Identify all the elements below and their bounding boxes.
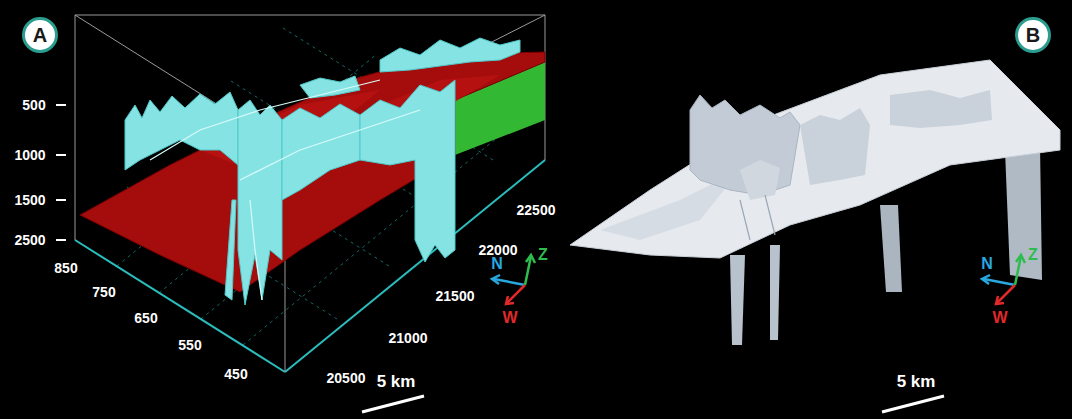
compass-letter: Z bbox=[538, 247, 548, 263]
compass-letter: Z bbox=[1028, 247, 1038, 263]
axis-tick: 20500 bbox=[327, 371, 366, 385]
scale-label: 5 km bbox=[897, 373, 936, 390]
compass-letter: N bbox=[981, 256, 993, 272]
panel-badge: A bbox=[22, 17, 58, 53]
fault-traces bbox=[150, 80, 420, 300]
axis-tick: 750 bbox=[92, 285, 115, 299]
axis-ticks bbox=[56, 105, 66, 240]
depth-tick: 500 bbox=[22, 98, 45, 112]
depth-tick: 1000 bbox=[14, 148, 45, 162]
scale-label: 5 km bbox=[377, 373, 416, 390]
compass-letter: W bbox=[992, 310, 1007, 326]
depth-tick: 1500 bbox=[14, 193, 45, 207]
panel-letter: B bbox=[1026, 25, 1040, 45]
axis-tick: 21000 bbox=[389, 331, 428, 345]
horizon-surface bbox=[80, 52, 545, 292]
orientation-axes bbox=[492, 255, 1025, 304]
mesh-model bbox=[570, 60, 1060, 345]
panel-letter: A bbox=[33, 25, 47, 45]
fault-planes bbox=[125, 38, 520, 305]
axis-tick: 22500 bbox=[517, 203, 556, 217]
compass-letter: N bbox=[491, 256, 503, 272]
axis-tick: 650 bbox=[134, 311, 157, 325]
axis-tick: 21500 bbox=[436, 289, 475, 303]
bounding-box bbox=[75, 15, 545, 372]
scale-bar bbox=[362, 396, 944, 412]
compass-letter: W bbox=[502, 310, 517, 326]
axis-tick: 22000 bbox=[479, 243, 518, 257]
axis-tick: 850 bbox=[54, 261, 77, 275]
depth-tick: 2500 bbox=[14, 233, 45, 247]
panel-badge: B bbox=[1015, 17, 1051, 53]
axis-tick: 550 bbox=[178, 338, 201, 352]
axis-tick: 450 bbox=[224, 367, 247, 381]
